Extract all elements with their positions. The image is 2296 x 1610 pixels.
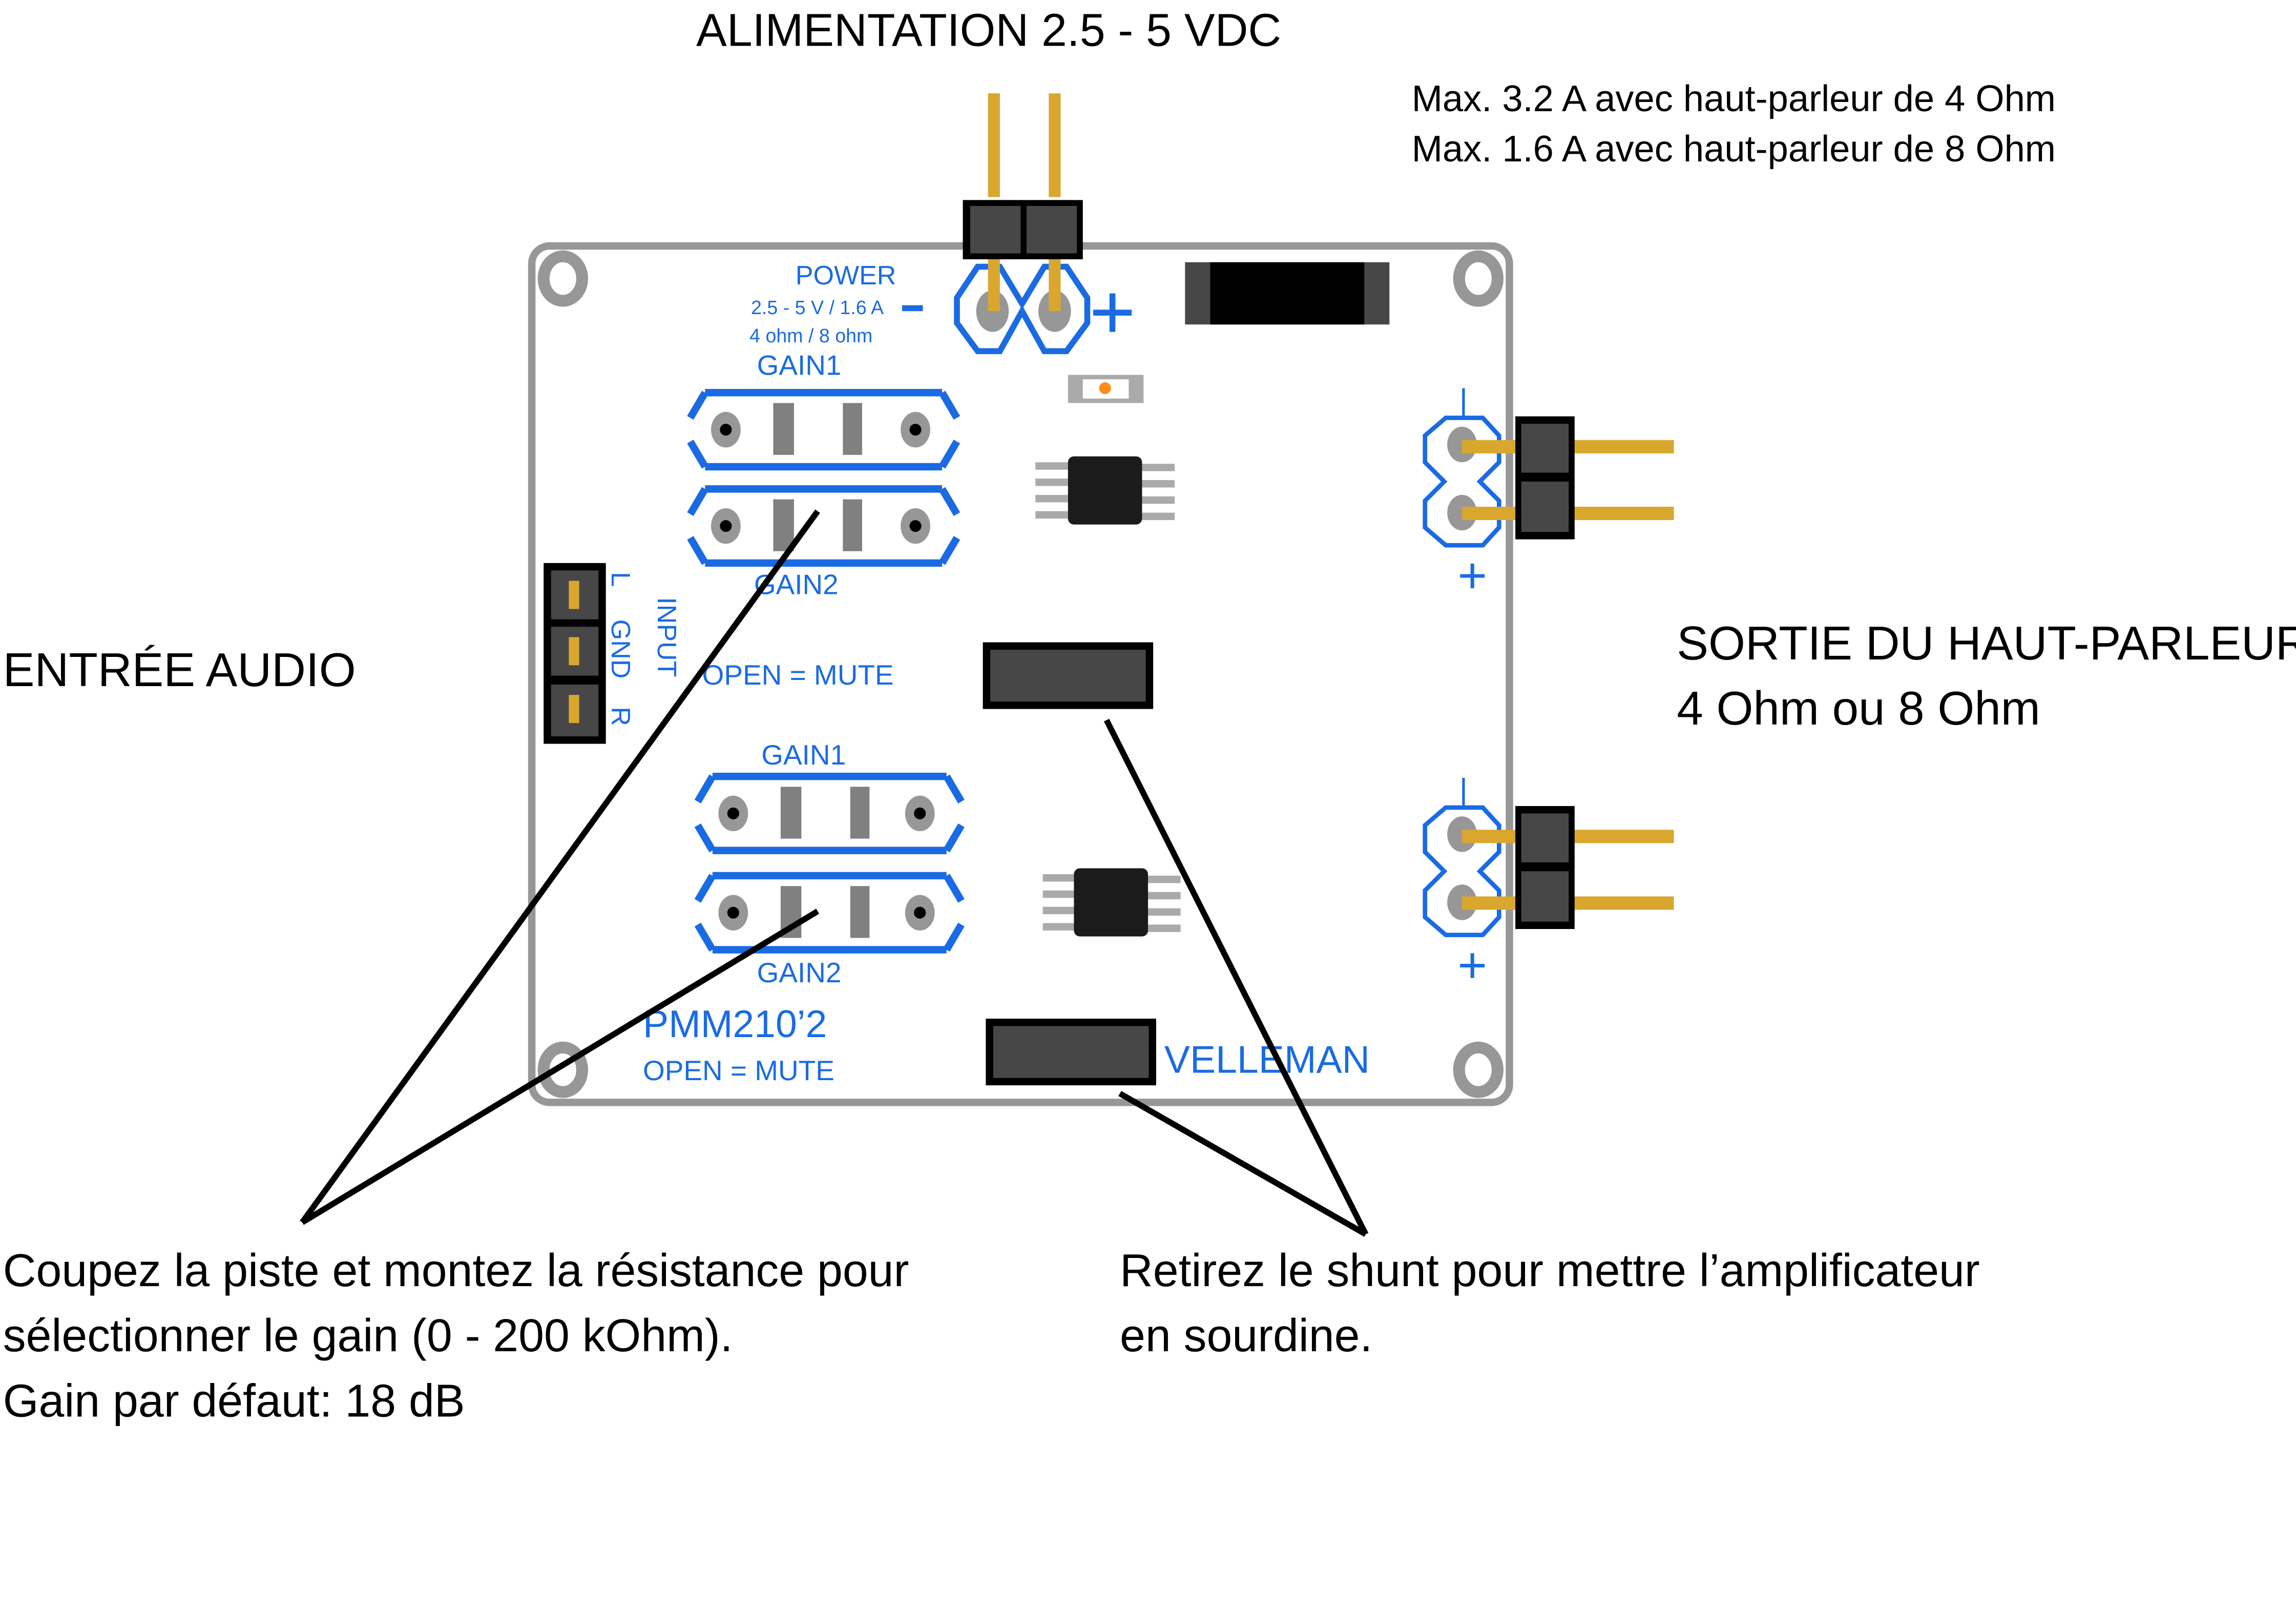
trace-pad xyxy=(843,499,862,551)
input-pin-r xyxy=(569,695,579,724)
input-pin-gnd-label: GND xyxy=(606,620,635,679)
plus-icon: + xyxy=(1458,937,1487,993)
input-pin-l-label: L xyxy=(606,572,635,587)
power-pin-1-lower xyxy=(988,259,1000,312)
power-pin-2-lower xyxy=(1049,259,1061,312)
mute-callout-line-bottom xyxy=(1118,1090,1367,1237)
mounting-hole-top-left xyxy=(537,250,588,307)
power-pin-2 xyxy=(1049,93,1061,197)
power-pad-outline xyxy=(954,263,1091,355)
led xyxy=(1068,375,1144,403)
gain2-top-jumper[interactable] xyxy=(687,485,961,567)
gain1-top-jumper[interactable] xyxy=(687,389,961,471)
mute-callout-line-top xyxy=(1103,718,1369,1236)
gain-callout-line-2: sélectionner le gain (0 - 200 kOhm). xyxy=(3,1310,733,1361)
mute-callout-line-2: en sourdine. xyxy=(1120,1310,1372,1361)
gain2-bottom-label: GAIN2 xyxy=(757,957,842,988)
power-label: POWER xyxy=(796,261,896,291)
speaker-output-top: |+ xyxy=(1423,383,1674,604)
power-impedance: 4 ohm / 8 ohm xyxy=(749,325,872,346)
amplifier-ic-bottom xyxy=(1042,868,1181,937)
mute-callout-line-1: Retirez le shunt pour mettre l’amplifica… xyxy=(1120,1245,1980,1296)
audio-input-label: ENTRÉE AUDIO xyxy=(3,643,356,696)
gain-callout-line-top xyxy=(300,509,820,1224)
mounting-holes xyxy=(537,250,1504,1098)
output-pin xyxy=(1462,440,1518,453)
mute-label-bottom: OPEN = MUTE xyxy=(643,1055,834,1086)
gain-callout-line-bottom xyxy=(300,909,820,1225)
minus-icon: | xyxy=(1459,772,1468,809)
power-connector xyxy=(954,93,1091,355)
plus-icon: + xyxy=(1458,547,1487,604)
speaker-outputs: |+|+ xyxy=(1423,383,1674,993)
brand-label: VELLEMAN xyxy=(1164,1038,1370,1081)
output-pin xyxy=(1462,506,1518,520)
trace-pad xyxy=(773,499,794,551)
mute-label-top: OPEN = MUTE xyxy=(702,659,894,691)
power-note-8ohm: Max. 1.6 A avec haut-parleur de 8 Ohm xyxy=(1412,129,2056,170)
speaker-output-bottom: |+ xyxy=(1423,772,1674,993)
input-header xyxy=(544,563,606,744)
mute-shunt-bottom[interactable] xyxy=(986,1018,1156,1086)
power-title: ALIMENTATION 2.5 - 5 VDC xyxy=(696,5,1281,56)
mute-shunt-top[interactable] xyxy=(983,642,1154,709)
trace-pad xyxy=(850,787,870,839)
input-pin-gnd xyxy=(569,637,579,666)
input-pin-l xyxy=(569,581,579,609)
gain1-bottom-label: GAIN1 xyxy=(761,739,846,771)
trace-pad xyxy=(780,787,802,839)
mounting-hole-top-right xyxy=(1453,250,1504,307)
minus-icon xyxy=(902,305,923,312)
mounting-hole-bottom-right xyxy=(1453,1041,1504,1098)
plus-icon xyxy=(1093,293,1132,332)
gain1-top-label: GAIN1 xyxy=(757,349,842,381)
callout-lines xyxy=(300,509,1369,1237)
trace-pad xyxy=(773,403,794,455)
input-label: INPUT xyxy=(652,597,681,677)
gain2-bottom-jumper[interactable] xyxy=(694,872,965,954)
gain-callout-line-1: Coupez la piste et montez la résistance … xyxy=(3,1245,909,1296)
amplifier-ic-top xyxy=(1035,456,1175,525)
speaker-output-label: SORTIE DU HAUT-PARLEUR xyxy=(1677,616,2296,670)
output-pin xyxy=(1462,896,1518,910)
output-pin xyxy=(1462,830,1518,843)
model-label: PMM210’2 xyxy=(643,1002,827,1045)
trace-pad xyxy=(850,886,870,938)
trace-pad xyxy=(843,403,862,455)
power-spec: 2.5 - 5 V / 1.6 A xyxy=(751,297,884,318)
gain-jumpers xyxy=(687,389,965,954)
speaker-impedance-label: 4 Ohm ou 8 Ohm xyxy=(1677,682,2040,735)
power-note-4ohm: Max. 3.2 A avec haut-parleur de 4 Ohm xyxy=(1412,78,2056,119)
output-pin-external xyxy=(1573,506,1674,520)
diode xyxy=(1185,262,1390,325)
output-pin-external xyxy=(1573,830,1674,843)
output-pin-external xyxy=(1573,440,1674,453)
output-pin-external xyxy=(1573,896,1674,910)
minus-icon: | xyxy=(1459,383,1468,419)
input-pin-r-label: R xyxy=(606,707,635,726)
power-pin-1 xyxy=(988,93,1000,197)
gain1-bottom-jumper[interactable] xyxy=(694,772,965,855)
gain-callout-line-3: Gain par défaut: 18 dB xyxy=(3,1375,465,1426)
